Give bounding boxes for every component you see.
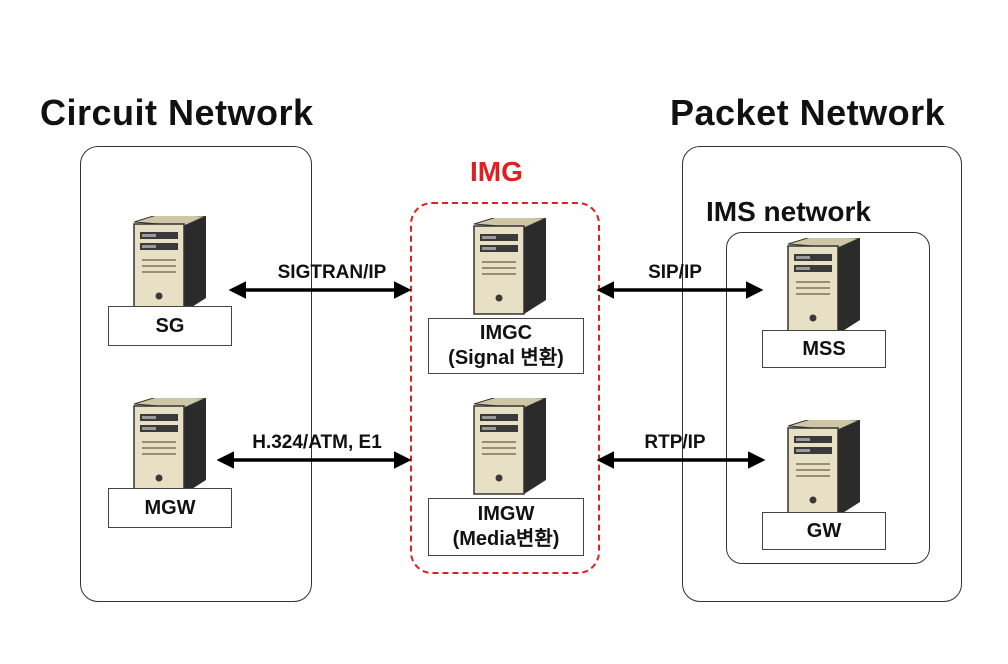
sip-label: SIP/IP [648, 262, 702, 283]
sg-label-box: SG [108, 306, 232, 346]
img-boundary [410, 202, 600, 574]
packet-network-title: Packet Network [670, 92, 946, 133]
mss-label-box: MSS [762, 330, 886, 368]
mgw-label-box: MGW [108, 488, 232, 528]
mss-label: MSS [802, 337, 846, 360]
imgc-label-box: IMGC (Signal 변환) [428, 318, 584, 374]
ims-network-title: IMS network [706, 196, 871, 227]
ims-network-panel [726, 232, 930, 564]
circuit-network-title: Circuit Network [40, 92, 314, 133]
packet-network-panel [682, 146, 962, 602]
img-title: IMG [470, 156, 523, 187]
mgw-label: MGW [144, 496, 196, 519]
h324-label: H.324/ATM, E1 [252, 432, 382, 453]
sg-label: SG [155, 314, 185, 337]
circuit-network-panel [80, 146, 312, 602]
imgc-description: (Signal 변환) [448, 347, 564, 369]
sigtran-label: SIGTRAN/IP [277, 262, 387, 283]
imgw-name: IMGW [477, 503, 535, 525]
gw-label: GW [806, 519, 842, 542]
gw-label-box: GW [762, 512, 886, 550]
imgw-description: (Media변환) [452, 528, 560, 550]
imgc-name: IMGC [479, 322, 533, 344]
rtp-label: RTP/IP [644, 432, 706, 453]
imgw-label-box: IMGW (Media변환) [428, 498, 584, 556]
